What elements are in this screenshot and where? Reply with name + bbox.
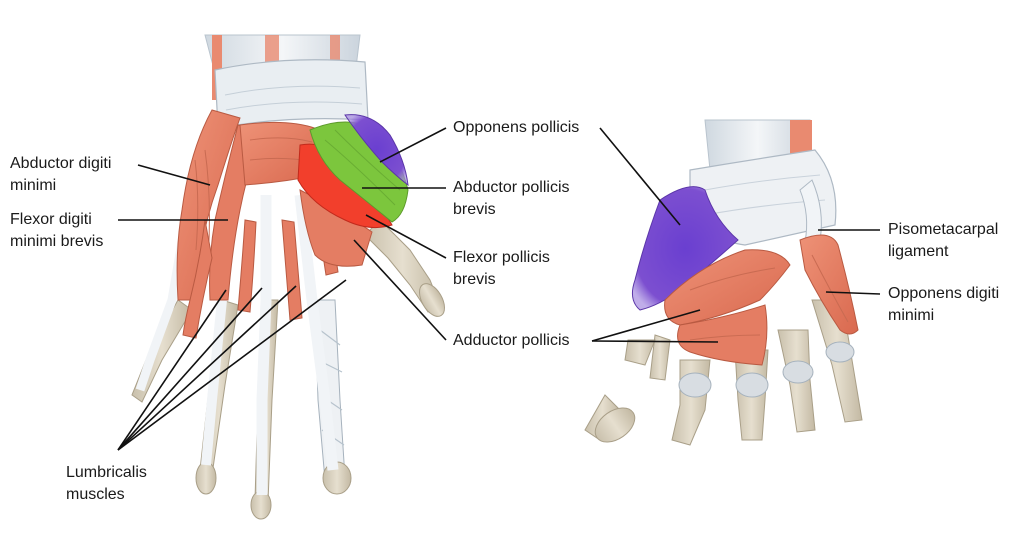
label-flexor-pollicis-brevis: Flexor pollicis brevis: [453, 249, 550, 288]
label-opponens-digiti-minimi: Opponens digiti minimi: [888, 285, 1000, 324]
label-pisometacarpal-ligament: Pisometacarpal ligament: [888, 221, 999, 260]
leader-opponens-pollicis-right: [599, 127, 681, 226]
leader-adductor-pollicis-right-b: [591, 340, 719, 343]
right-hand-deep-view: [584, 119, 863, 446]
leader-lumbricalis-2: [117, 287, 263, 451]
label-abductor-pollicis-brevis: Abductor pollicis brevis: [453, 179, 570, 218]
leader-lumbricalis-4: [117, 279, 347, 451]
leader-opponens-digiti-minimi: [825, 291, 881, 295]
label-lumbricalis-muscles: Lumbricalis muscles: [66, 464, 147, 503]
leader-abductor-digiti-minimi: [137, 164, 211, 186]
leader-adductor-pollicis-left: [353, 239, 447, 341]
leader-lumbricalis-1: [117, 289, 227, 451]
left-hand-palmar-view: [131, 34, 445, 520]
leader-opponens-pollicis-left: [379, 127, 447, 163]
label-adductor-pollicis: Adductor pollicis: [453, 332, 570, 349]
label-flexor-digiti-minimi-brevis: Flexor digiti minimi brevis: [10, 211, 104, 250]
leader-lines: [117, 127, 881, 451]
leader-flexor-pollicis-brevis: [365, 214, 447, 259]
label-opponens-pollicis: Opponens pollicis: [453, 119, 580, 136]
leader-adductor-pollicis-right-a: [591, 309, 701, 342]
label-abductor-digiti-minimi: Abductor digiti minimi: [10, 155, 112, 194]
leader-lumbricalis-3: [117, 285, 297, 451]
